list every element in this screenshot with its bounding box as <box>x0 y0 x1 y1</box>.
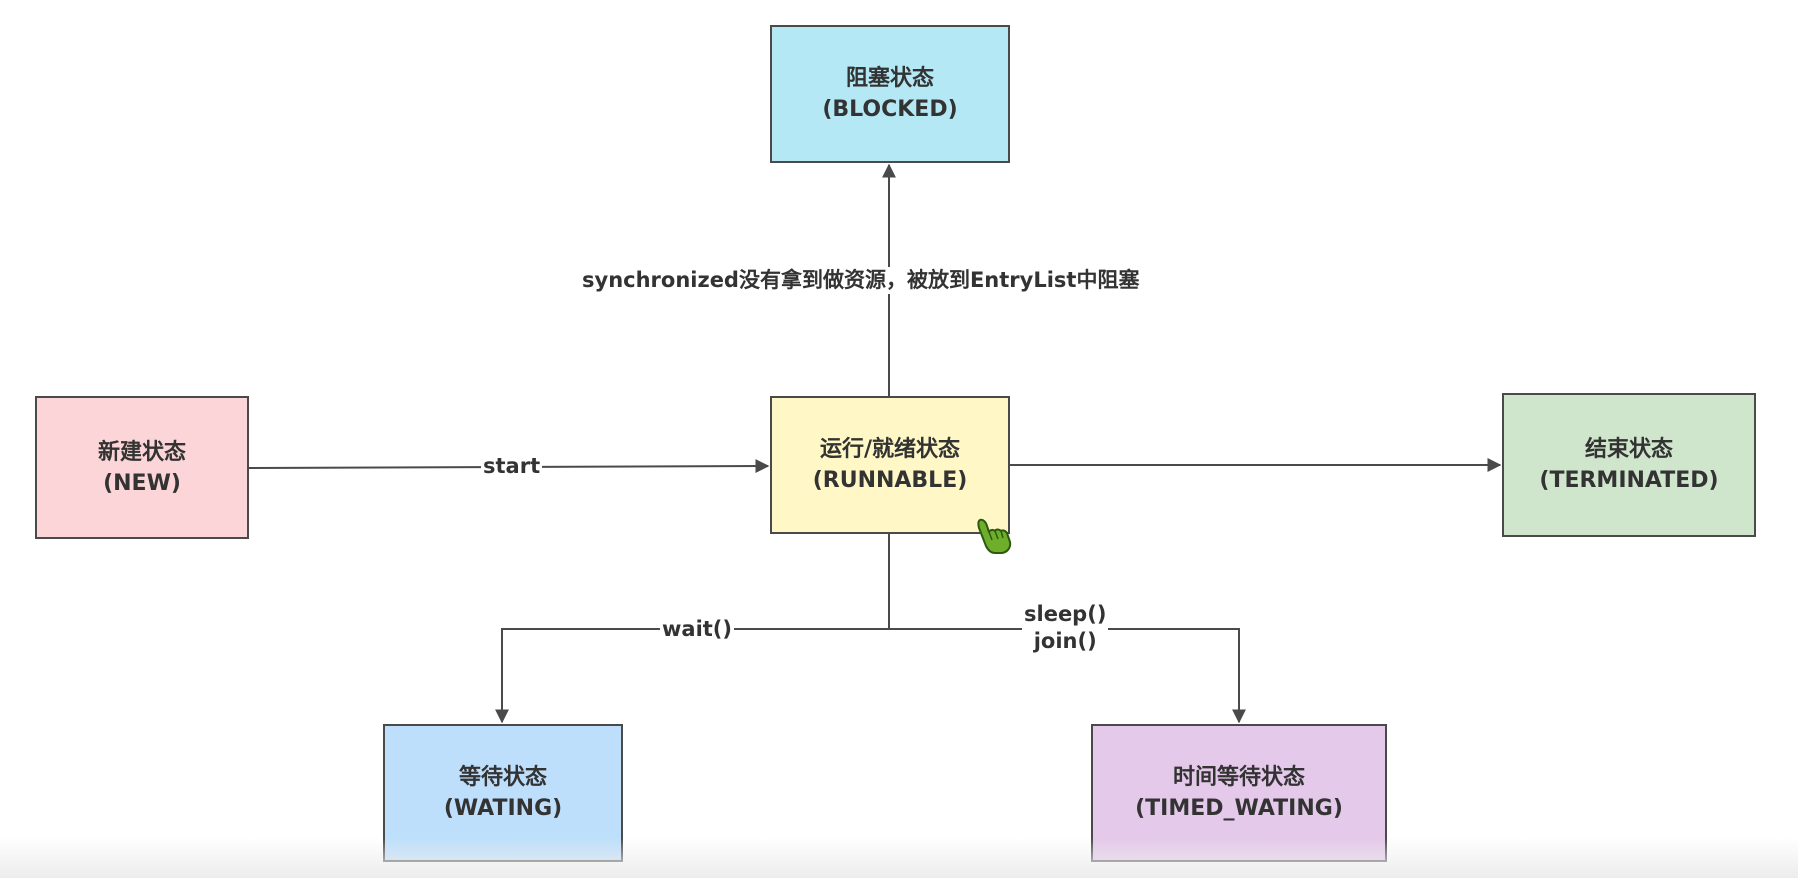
node-waiting-title: 等待状态 <box>458 765 547 790</box>
node-runnable: 运行/就绪状态 (RUNNABLE) <box>770 396 1010 534</box>
node-timed-waiting-title: 时间等待状态 <box>1172 765 1305 790</box>
node-terminated-title: 结束状态 <box>1584 437 1673 462</box>
edge-label-sleep: sleep() <box>1024 602 1107 626</box>
node-blocked: 阻塞状态 (BLOCKED) <box>770 25 1010 163</box>
node-runnable-subtitle: (RUNNABLE) <box>812 468 968 493</box>
node-new-subtitle: (NEW) <box>103 470 181 496</box>
edge-label-sleep-join: sleep() join() <box>1022 601 1109 655</box>
node-new: 新建状态 (NEW) <box>35 396 249 539</box>
node-blocked-subtitle: (BLOCKED) <box>822 97 958 122</box>
node-timed-waiting-subtitle: (TIMED_WATING) <box>1135 796 1343 821</box>
node-new-title: 新建状态 <box>97 439 186 465</box>
node-blocked-title: 阻塞状态 <box>845 66 934 91</box>
edge-label-join: join() <box>1033 629 1097 653</box>
node-terminated-subtitle: (TERMINATED) <box>1539 468 1719 493</box>
edge-label-wait: wait() <box>660 616 735 643</box>
edge-runnable-to-timed-waiting <box>889 628 1246 724</box>
edge-label-blocked: synchronized没有拿到做资源，被放到EntryList中阻塞 <box>580 267 1142 294</box>
node-waiting: 等待状态 (WATING) <box>383 724 623 862</box>
node-terminated: 结束状态 (TERMINATED) <box>1502 393 1756 537</box>
node-runnable-title: 运行/就绪状态 <box>819 437 961 462</box>
node-waiting-subtitle: (WATING) <box>443 796 563 821</box>
node-timed-waiting: 时间等待状态 (TIMED_WATING) <box>1091 724 1387 862</box>
edge-label-start: start <box>481 453 543 480</box>
hand-pointer-icon <box>977 518 1012 554</box>
